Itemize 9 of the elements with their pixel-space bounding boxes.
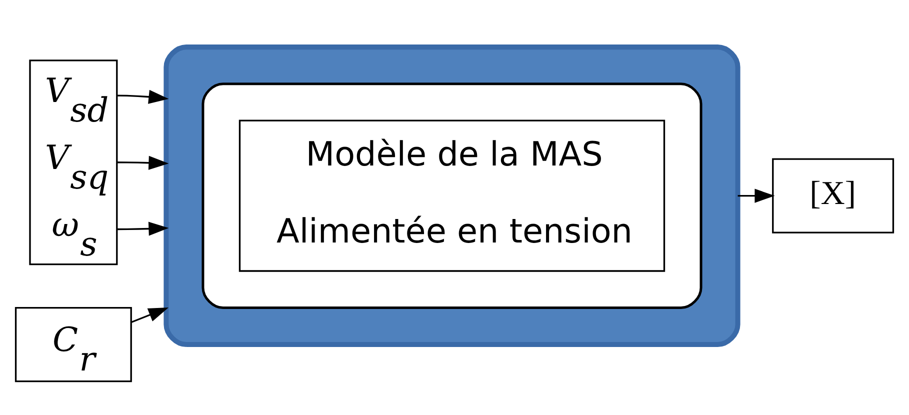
- arrow: [116, 156, 169, 170]
- arrow: [116, 90, 169, 104]
- node-box: Modèle de la MAS Alimentée en tension: [238, 120, 666, 272]
- arrow: [738, 188, 775, 203]
- node-box: [X]: [772, 158, 894, 234]
- arrow: [130, 308, 169, 324]
- cluster: [202, 82, 702, 310]
- cluster: [164, 44, 740, 348]
- arrow: [116, 222, 169, 236]
